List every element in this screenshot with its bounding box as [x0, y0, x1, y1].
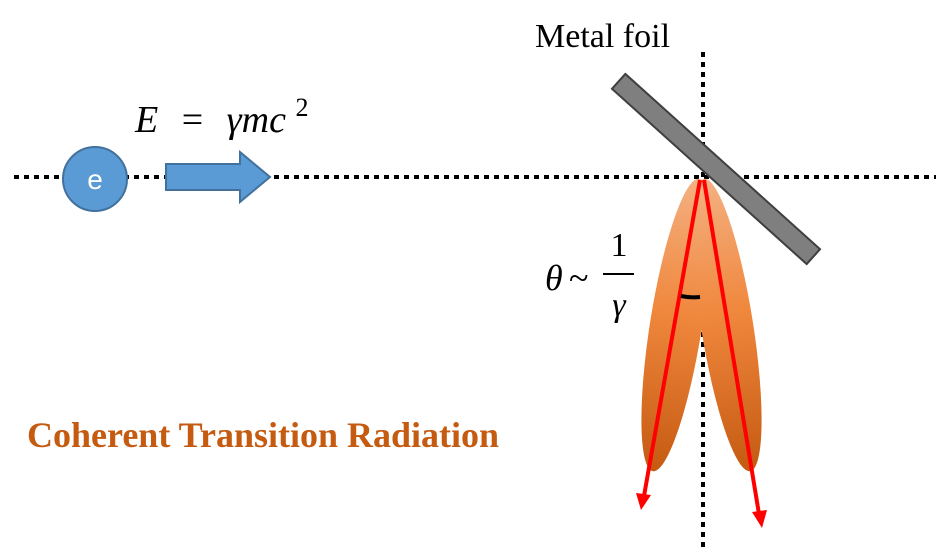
energy-equation: E = γmc 2 — [134, 93, 308, 141]
emission-ray-right-arrowhead — [752, 510, 767, 528]
angle-symbol: θ — [545, 258, 563, 298]
angle-arc — [680, 294, 701, 300]
emission-ray-left — [642, 179, 702, 497]
electron: e — [62, 146, 128, 212]
direction-arrow — [165, 149, 272, 205]
angle-formula: θ ~ 1 γ — [545, 227, 634, 324]
energy-lhs: E — [134, 99, 158, 141]
angle-numerator: 1 — [611, 227, 628, 264]
emission-rays — [636, 179, 767, 528]
angle-denominator: γ — [612, 287, 627, 324]
angle-approx: ~ — [569, 258, 588, 298]
diagram-title: Coherent Transition Radiation — [27, 415, 499, 455]
metal-foil — [610, 72, 822, 266]
metal-foil-label: Metal foil — [535, 18, 670, 55]
emission-ray-right — [702, 179, 761, 515]
radiation-lobes — [641, 178, 762, 472]
electron-circle — [62, 146, 128, 212]
energy-equals: = — [182, 99, 203, 141]
angle-theta: θ — [545, 258, 563, 298]
electron-label: e — [87, 164, 103, 195]
energy-rhs: γmc — [227, 99, 286, 141]
emission-ray-left-arrowhead — [636, 493, 651, 510]
energy-exponent: 2 — [295, 93, 308, 122]
